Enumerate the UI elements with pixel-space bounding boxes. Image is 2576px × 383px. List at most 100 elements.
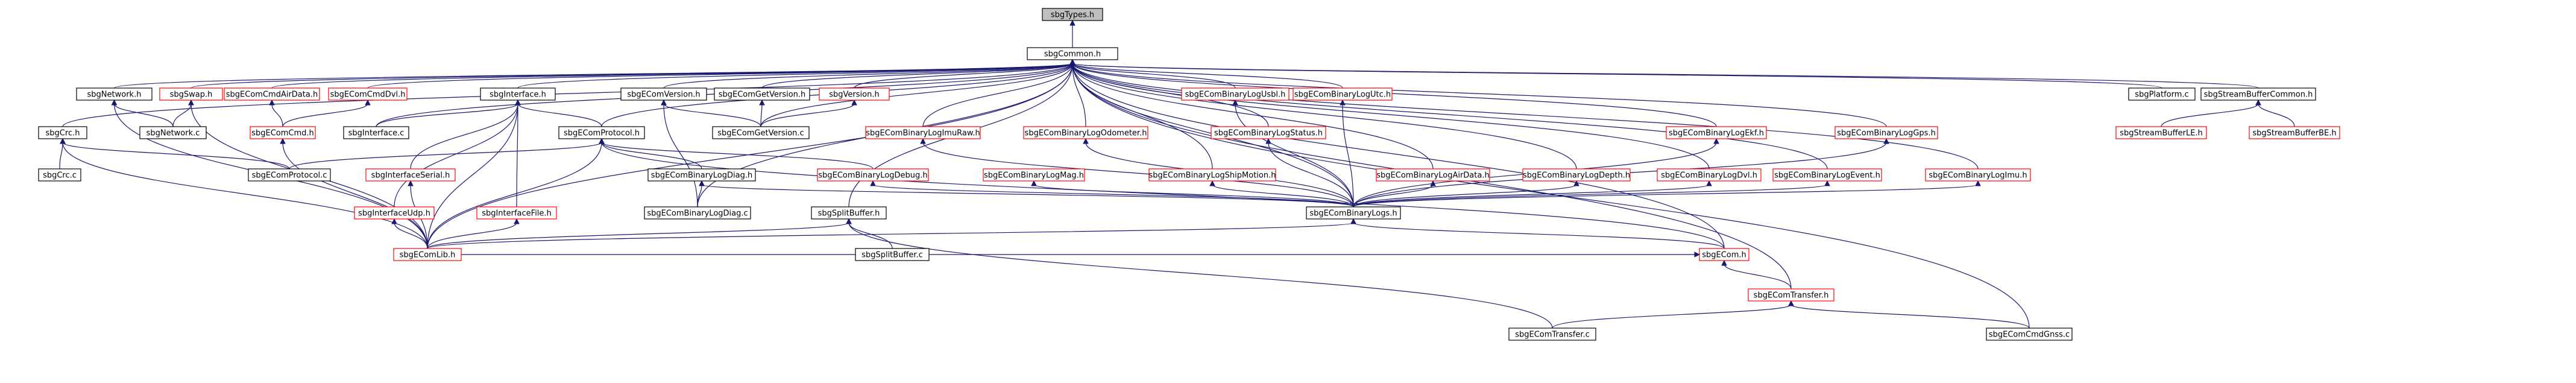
node-protoc[interactable]: sbgEComProtocol.c bbox=[248, 168, 331, 182]
arrowhead-getverc-to-getver bbox=[759, 99, 765, 106]
node-label-crch: sbgCrc.h bbox=[46, 129, 80, 138]
node-iffile[interactable]: sbgInterfaceFile.h bbox=[476, 206, 557, 220]
node-crch[interactable]: sbgCrc.h bbox=[38, 126, 87, 139]
node-airdata[interactable]: sbgEComBinaryLogAirData.h bbox=[1376, 168, 1490, 182]
node-ship[interactable]: sbgEComBinaryLogShipMotion.h bbox=[1148, 168, 1276, 182]
node-ecomh[interactable]: sbgECom.h bbox=[1699, 248, 1749, 261]
arrowhead-logs-to-event bbox=[1824, 180, 1830, 186]
node-common[interactable]: sbgCommon.h bbox=[1027, 47, 1118, 60]
edge-ecomlib-to-protoh bbox=[427, 142, 602, 249]
node-label-status: sbgEComBinaryLogStatus.h bbox=[1214, 129, 1323, 138]
node-label-ecomh: sbgECom.h bbox=[1702, 251, 1746, 260]
arrowhead-cmdh-to-cmddvl bbox=[365, 99, 371, 106]
node-logutc[interactable]: sbgEComBinaryLogUtc.h bbox=[1293, 87, 1393, 101]
node-networkc[interactable]: sbgNetwork.c bbox=[139, 126, 207, 139]
node-mag[interactable]: sbgEComBinaryLogMag.h bbox=[983, 168, 1085, 182]
node-logs[interactable]: sbgEComBinaryLogs.h bbox=[1306, 206, 1401, 220]
node-debug[interactable]: sbgEComBinaryLogDebug.h bbox=[817, 168, 929, 182]
node-getverc[interactable]: sbgEComGetVersion.c bbox=[712, 126, 810, 139]
node-label-getverc: sbgEComGetVersion.c bbox=[717, 129, 804, 138]
edge-crcc-to-crch bbox=[59, 142, 63, 169]
node-splitc[interactable]: sbgSplitBuffer.c bbox=[855, 248, 930, 261]
edge-getverc-to-getver bbox=[760, 103, 763, 127]
edge-diagh-to-protoh bbox=[601, 142, 702, 169]
node-label-imuraw: sbgEComBinaryLogImuRaw.h bbox=[866, 129, 980, 138]
node-sbgver[interactable]: sbgVersion.h bbox=[819, 87, 890, 101]
node-ekf[interactable]: sbgEComBinaryLogEkf.h bbox=[1666, 126, 1767, 139]
node-box-sble bbox=[2115, 126, 2207, 139]
node-protoh[interactable]: sbgEComProtocol.h bbox=[558, 126, 645, 139]
node-box-cmdair bbox=[224, 87, 320, 101]
edge-getver-to-common bbox=[761, 63, 1073, 89]
node-status[interactable]: sbgEComBinaryLogStatus.h bbox=[1211, 126, 1326, 139]
arrowhead-logs-to-logusbl bbox=[1232, 99, 1238, 106]
node-odo[interactable]: sbgEComBinaryLogOdometer.h bbox=[1023, 126, 1148, 139]
node-label-dvl: sbgEComBinaryLogDvl.h bbox=[1661, 171, 1757, 180]
arrowhead-logs-to-dvl bbox=[1706, 180, 1712, 186]
node-transh[interactable]: sbgEComTransfer.h bbox=[1748, 288, 1834, 302]
node-label-types: sbgTypes.h bbox=[1051, 11, 1094, 20]
node-logusbl[interactable]: sbgEComBinaryLogUsbl.h bbox=[1181, 87, 1290, 101]
edge-logs-to-logutc bbox=[1342, 103, 1354, 207]
node-diagc[interactable]: sbgEComBinaryLogDiag.c bbox=[644, 206, 751, 220]
node-box-imu bbox=[1925, 168, 2031, 182]
node-label-ecomver: sbgEComVersion.h bbox=[627, 90, 700, 100]
node-ifudp[interactable]: sbgInterfaceUdp.h bbox=[354, 206, 435, 220]
node-box-protoh bbox=[558, 126, 645, 139]
node-gps[interactable]: sbgEComBinaryLogGps.h bbox=[1834, 126, 1938, 139]
node-ifacec[interactable]: sbgInterface.c bbox=[343, 126, 409, 139]
node-label-sbbe: sbgStreamBufferBE.h bbox=[2252, 129, 2336, 138]
arrowhead-logs-to-logutc bbox=[1340, 99, 1346, 106]
node-label-getver: sbgEComGetVersion.h bbox=[719, 90, 806, 100]
edge-imu-to-common bbox=[1072, 63, 1979, 169]
node-dvl[interactable]: sbgEComBinaryLogDvl.h bbox=[1657, 168, 1762, 182]
node-cmddvl[interactable]: sbgEComCmdDvl.h bbox=[328, 87, 408, 101]
node-box-ekf bbox=[1666, 126, 1767, 139]
node-depth[interactable]: sbgEComBinaryLogDepth.h bbox=[1522, 168, 1631, 182]
edge-cmddvl-to-common bbox=[367, 63, 1073, 89]
arrowhead-ecomlib-to-ifudp bbox=[391, 218, 397, 224]
node-event[interactable]: sbgEComBinaryLogEvent.h bbox=[1772, 168, 1882, 182]
edge-logs-to-logusbl bbox=[1235, 103, 1354, 207]
node-cmdair[interactable]: sbgEComCmdAirData.h bbox=[224, 87, 320, 101]
edge-ecomh-to-protoh bbox=[601, 142, 1725, 249]
node-sbbe[interactable]: sbgStreamBufferBE.h bbox=[2249, 126, 2340, 139]
arrowhead-logs-to-ship bbox=[1209, 180, 1215, 186]
edge-protoc-to-crch bbox=[62, 142, 290, 169]
node-box-cmddvl bbox=[328, 87, 408, 101]
node-ecomver[interactable]: sbgEComVersion.h bbox=[620, 87, 707, 101]
node-platform[interactable]: sbgPlatform.c bbox=[2128, 87, 2196, 101]
node-cmdh[interactable]: sbgEComCmd.h bbox=[250, 126, 316, 139]
node-types: sbgTypes.h bbox=[1042, 8, 1103, 21]
node-transc[interactable]: sbgEComTransfer.c bbox=[1508, 328, 1596, 341]
edge-getverc-to-common bbox=[760, 63, 1073, 127]
arrowhead-common-to-types bbox=[1069, 19, 1075, 26]
edge-odo-to-common bbox=[1072, 63, 1086, 127]
node-box-cmdh bbox=[250, 126, 316, 139]
arrowhead-logs-to-imu bbox=[1975, 180, 1981, 186]
edge-imuraw-to-common bbox=[922, 63, 1073, 127]
edge-logs-to-depth bbox=[1353, 184, 1577, 207]
node-gnssc[interactable]: sbgEComCmdGnss.c bbox=[1986, 328, 2073, 341]
node-swap[interactable]: sbgSwap.h bbox=[159, 87, 223, 101]
node-sbcommon[interactable]: sbgStreamBufferCommon.h bbox=[2200, 87, 2316, 101]
node-ifserial[interactable]: sbgInterfaceSerial.h bbox=[365, 168, 456, 182]
node-crcc[interactable]: sbgCrc.c bbox=[38, 168, 81, 182]
node-imuraw[interactable]: sbgEComBinaryLogImuRaw.h bbox=[865, 126, 981, 139]
node-label-diagh: sbgEComBinaryLogDiag.h bbox=[651, 171, 752, 180]
node-iface[interactable]: sbgInterface.h bbox=[480, 87, 556, 101]
node-ecomlib[interactable]: sbgEComLib.h bbox=[393, 248, 462, 261]
node-label-common: sbgCommon.h bbox=[1044, 50, 1101, 59]
node-diagh[interactable]: sbgEComBinaryLogDiag.h bbox=[647, 168, 756, 182]
edge-logs-to-ship bbox=[1212, 184, 1354, 207]
arrowhead-cmdh-to-cmdair bbox=[269, 99, 275, 106]
node-imu[interactable]: sbgEComBinaryLogImu.h bbox=[1925, 168, 2031, 182]
edge-sbbe-to-sbcommon bbox=[2258, 103, 2295, 127]
node-sble[interactable]: sbgStreamBufferLE.h bbox=[2115, 126, 2207, 139]
edge-cmdh-to-cmddvl bbox=[282, 103, 368, 127]
node-label-ekf: sbgEComBinaryLogEkf.h bbox=[1669, 129, 1764, 138]
arrowhead-logs-to-airdata bbox=[1430, 180, 1436, 186]
node-network[interactable]: sbgNetwork.h bbox=[76, 87, 153, 101]
node-splith[interactable]: sbgSplitBuffer.h bbox=[811, 206, 887, 220]
node-getver[interactable]: sbgEComGetVersion.h bbox=[714, 87, 810, 101]
